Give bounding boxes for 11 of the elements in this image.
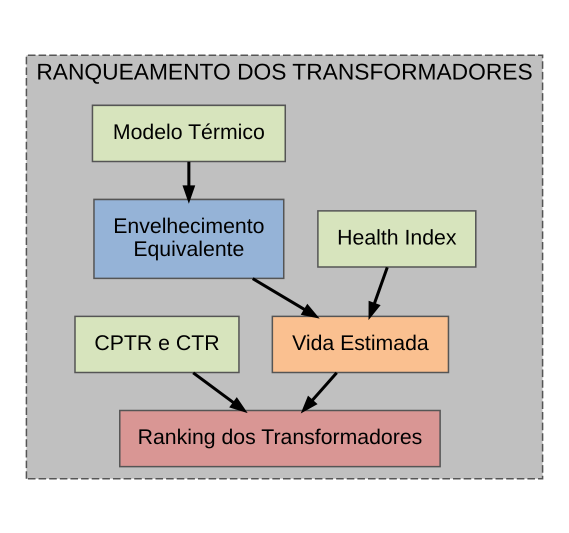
arrow <box>252 276 320 318</box>
node-box: Envelhecimento Equivalente <box>93 198 284 279</box>
arrow <box>192 371 248 413</box>
arrow <box>368 266 389 320</box>
node-box: Vida Estimada <box>272 315 450 373</box>
node-box: CPTR e CTR <box>74 315 240 373</box>
node-box: Ranking dos Transformadores <box>119 409 441 467</box>
arrow <box>300 371 338 414</box>
node-box: Health Index <box>317 210 477 268</box>
node-box: Modelo Térmico <box>92 104 286 162</box>
arrow <box>182 161 196 204</box>
